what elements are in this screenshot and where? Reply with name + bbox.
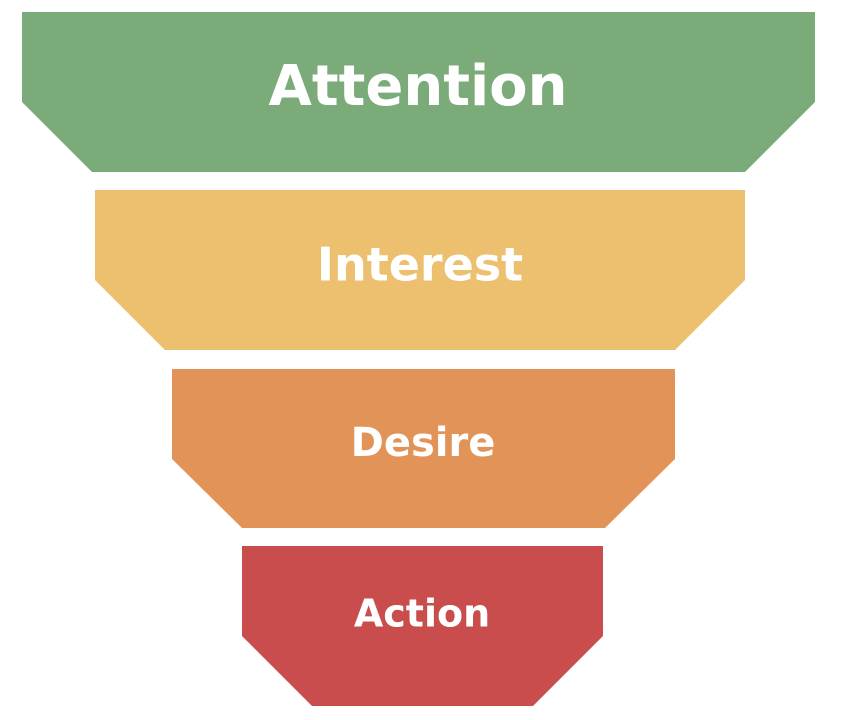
funnel-stage-desire: Desire <box>172 369 675 528</box>
funnel-stage-attention-label: Attention <box>268 54 567 119</box>
funnel-stage-action-shape <box>242 546 603 706</box>
funnel-stage-desire-shape <box>172 369 675 528</box>
funnel-stage-action-label: Action <box>354 592 490 636</box>
funnel-stage-interest-label: Interest <box>317 238 523 292</box>
funnel-stage-interest: Interest <box>95 190 745 350</box>
funnel-stage-desire-label: Desire <box>351 420 496 466</box>
funnel-stage-attention: Attention <box>22 12 815 172</box>
funnel-stage-attention-shape <box>22 12 815 172</box>
funnel-stage-interest-shape <box>95 190 745 350</box>
funnel-stage-action: Action <box>242 546 603 706</box>
